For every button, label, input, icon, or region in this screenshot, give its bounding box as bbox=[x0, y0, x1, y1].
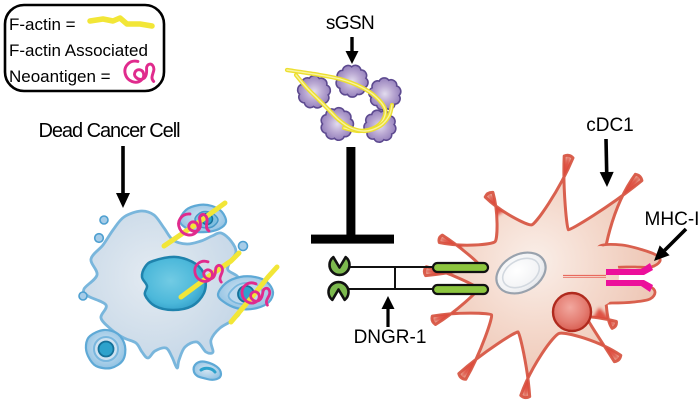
svg-text:F-actin =: F-actin = bbox=[9, 15, 76, 34]
svg-text:Dead Cancer Cell: Dead Cancer Cell bbox=[38, 120, 180, 142]
svg-text:MHC-I: MHC-I bbox=[645, 209, 700, 230]
svg-text:DNGR-1: DNGR-1 bbox=[354, 327, 427, 348]
svg-text:Neoantigen =: Neoantigen = bbox=[9, 67, 111, 86]
svg-text:F-actin Associated: F-actin Associated bbox=[9, 41, 148, 60]
svg-text:cDC1: cDC1 bbox=[586, 115, 634, 136]
svg-text:sGSN: sGSN bbox=[326, 13, 374, 34]
